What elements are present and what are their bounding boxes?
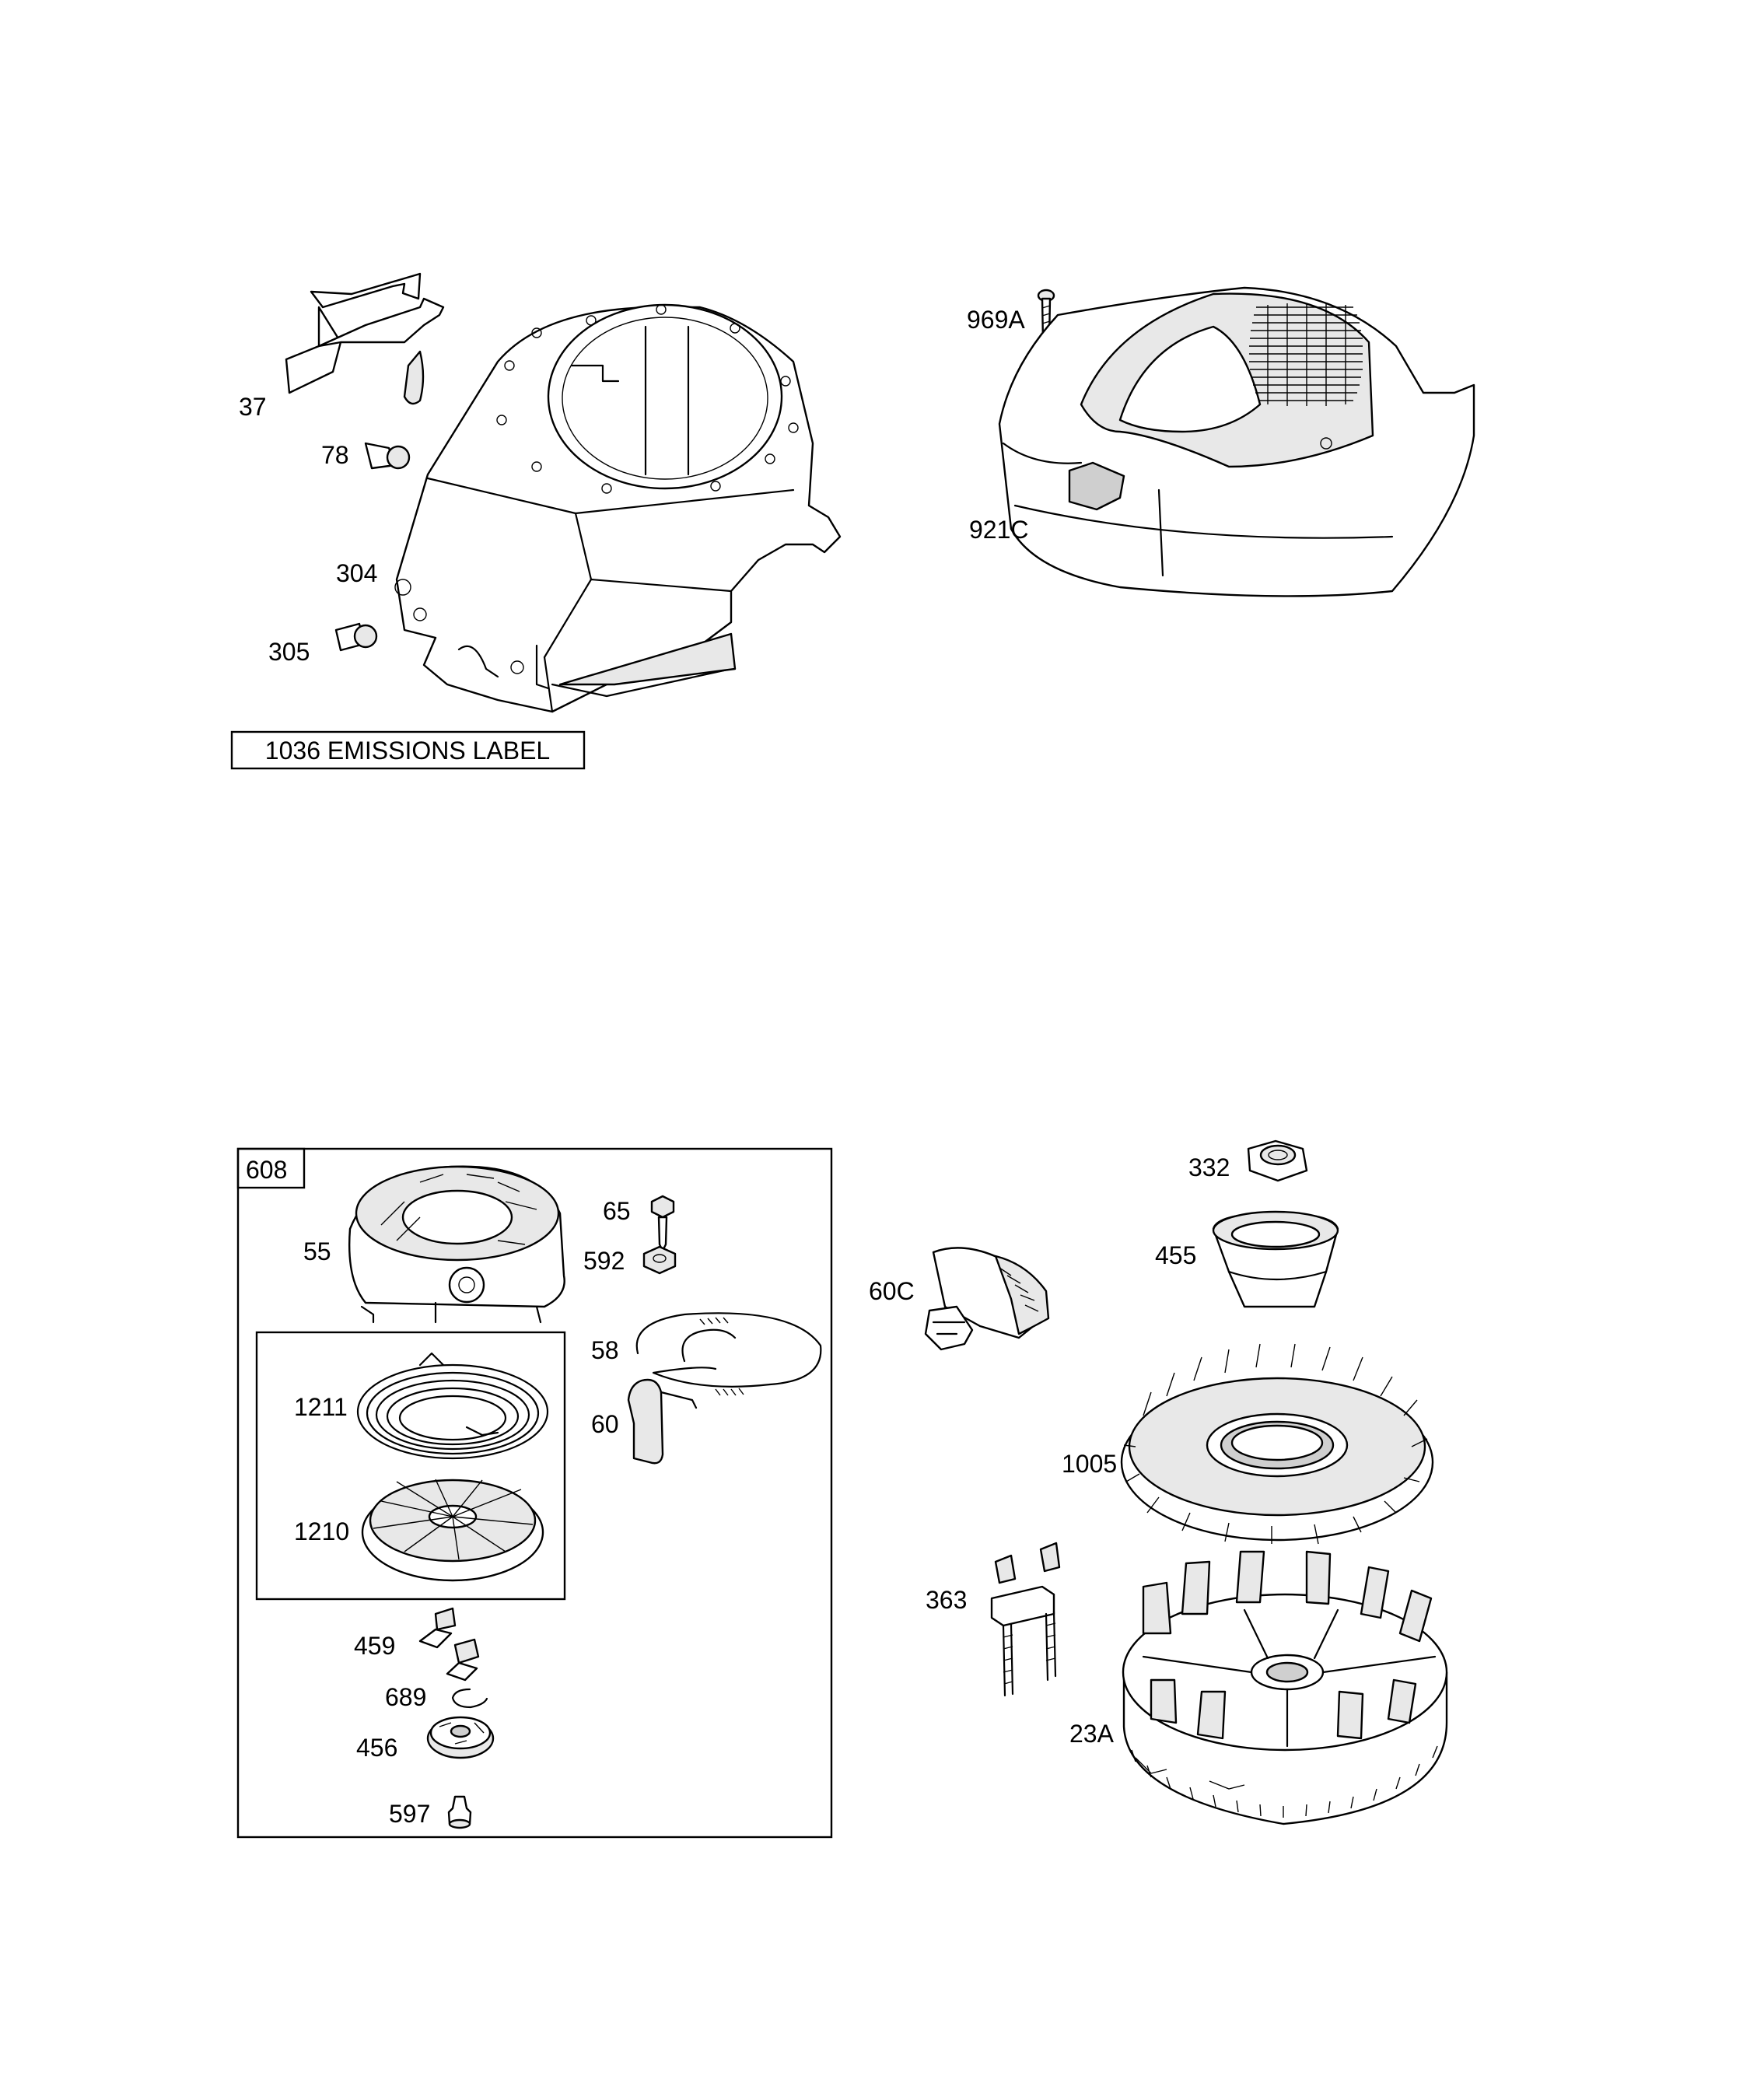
rope-part-58 <box>635 1312 822 1396</box>
callout-55: 55 <box>303 1237 331 1265</box>
callout-65: 65 <box>603 1197 631 1225</box>
handle-part-60 <box>627 1378 698 1465</box>
callout-459: 459 <box>354 1632 395 1660</box>
callout-689: 689 <box>385 1683 426 1711</box>
starter-clutch-part-60c <box>924 1247 1050 1351</box>
rewind-starter-frame <box>236 1147 833 1839</box>
callout-304: 304 <box>336 559 377 587</box>
air-guide-part-37 <box>285 272 445 405</box>
screw-part-78 <box>364 442 411 470</box>
flywheel-part-23a <box>1122 1550 1448 1825</box>
callout-597: 597 <box>389 1800 430 1828</box>
callout-1210: 1210 <box>294 1517 349 1545</box>
pulley-part-1210 <box>361 1479 544 1582</box>
callout-363: 363 <box>926 1586 967 1614</box>
callout-1005: 1005 <box>1062 1450 1117 1478</box>
nut-part-592 <box>642 1245 677 1275</box>
pulley-spring-subframe <box>255 1331 566 1601</box>
cup-part-455 <box>1212 1210 1339 1308</box>
emissions-label-box <box>230 730 586 770</box>
screw-part-305 <box>334 622 378 652</box>
callout-305: 305 <box>268 638 310 666</box>
callout-332: 332 <box>1188 1153 1230 1181</box>
part-608-tag <box>236 1147 306 1189</box>
callout-921c: 921C <box>969 516 1029 544</box>
callout-60: 60 <box>591 1410 619 1438</box>
nut-part-332 <box>1247 1139 1308 1182</box>
pawl-part-459 <box>418 1607 480 1682</box>
callout-60c: 60C <box>869 1277 915 1305</box>
screw-part-597 <box>447 1795 472 1829</box>
callout-37: 37 <box>239 393 267 421</box>
callout-608: 608 <box>246 1156 287 1184</box>
emissions-label: 1036 EMISSIONS LABEL <box>265 737 550 765</box>
callout-592: 592 <box>583 1247 625 1275</box>
callout-78: 78 <box>321 441 349 469</box>
callout-969a: 969A <box>967 306 1025 334</box>
clip-part-689 <box>451 1688 488 1709</box>
starter-housing-part-55 <box>348 1165 565 1324</box>
screw-part-65 <box>650 1195 675 1252</box>
engine-cover-part-921c <box>998 286 1475 597</box>
armature-part-363 <box>990 1542 1061 1697</box>
callout-455: 455 <box>1155 1241 1196 1269</box>
blower-housing-part-304 <box>394 303 842 713</box>
callout-58: 58 <box>591 1336 619 1364</box>
callout-23a: 23A <box>1069 1720 1115 1748</box>
callout-456: 456 <box>356 1734 397 1762</box>
callout-1211: 1211 <box>294 1393 348 1421</box>
fan-part-1005 <box>1120 1343 1434 1545</box>
cam-part-456 <box>426 1716 495 1759</box>
recoil-spring-part-1211 <box>356 1352 549 1460</box>
cover-grille <box>1249 303 1363 406</box>
